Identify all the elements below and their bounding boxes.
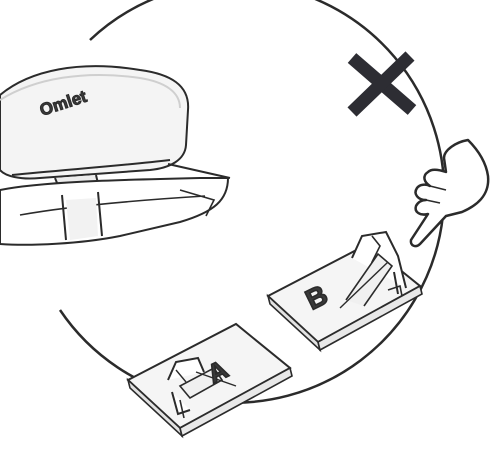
part-a-plate	[128, 324, 292, 436]
part-b-plate	[268, 232, 422, 350]
cross-icon	[352, 56, 412, 112]
pointing-hand-icon	[411, 140, 488, 246]
feeder-lid	[0, 66, 230, 245]
